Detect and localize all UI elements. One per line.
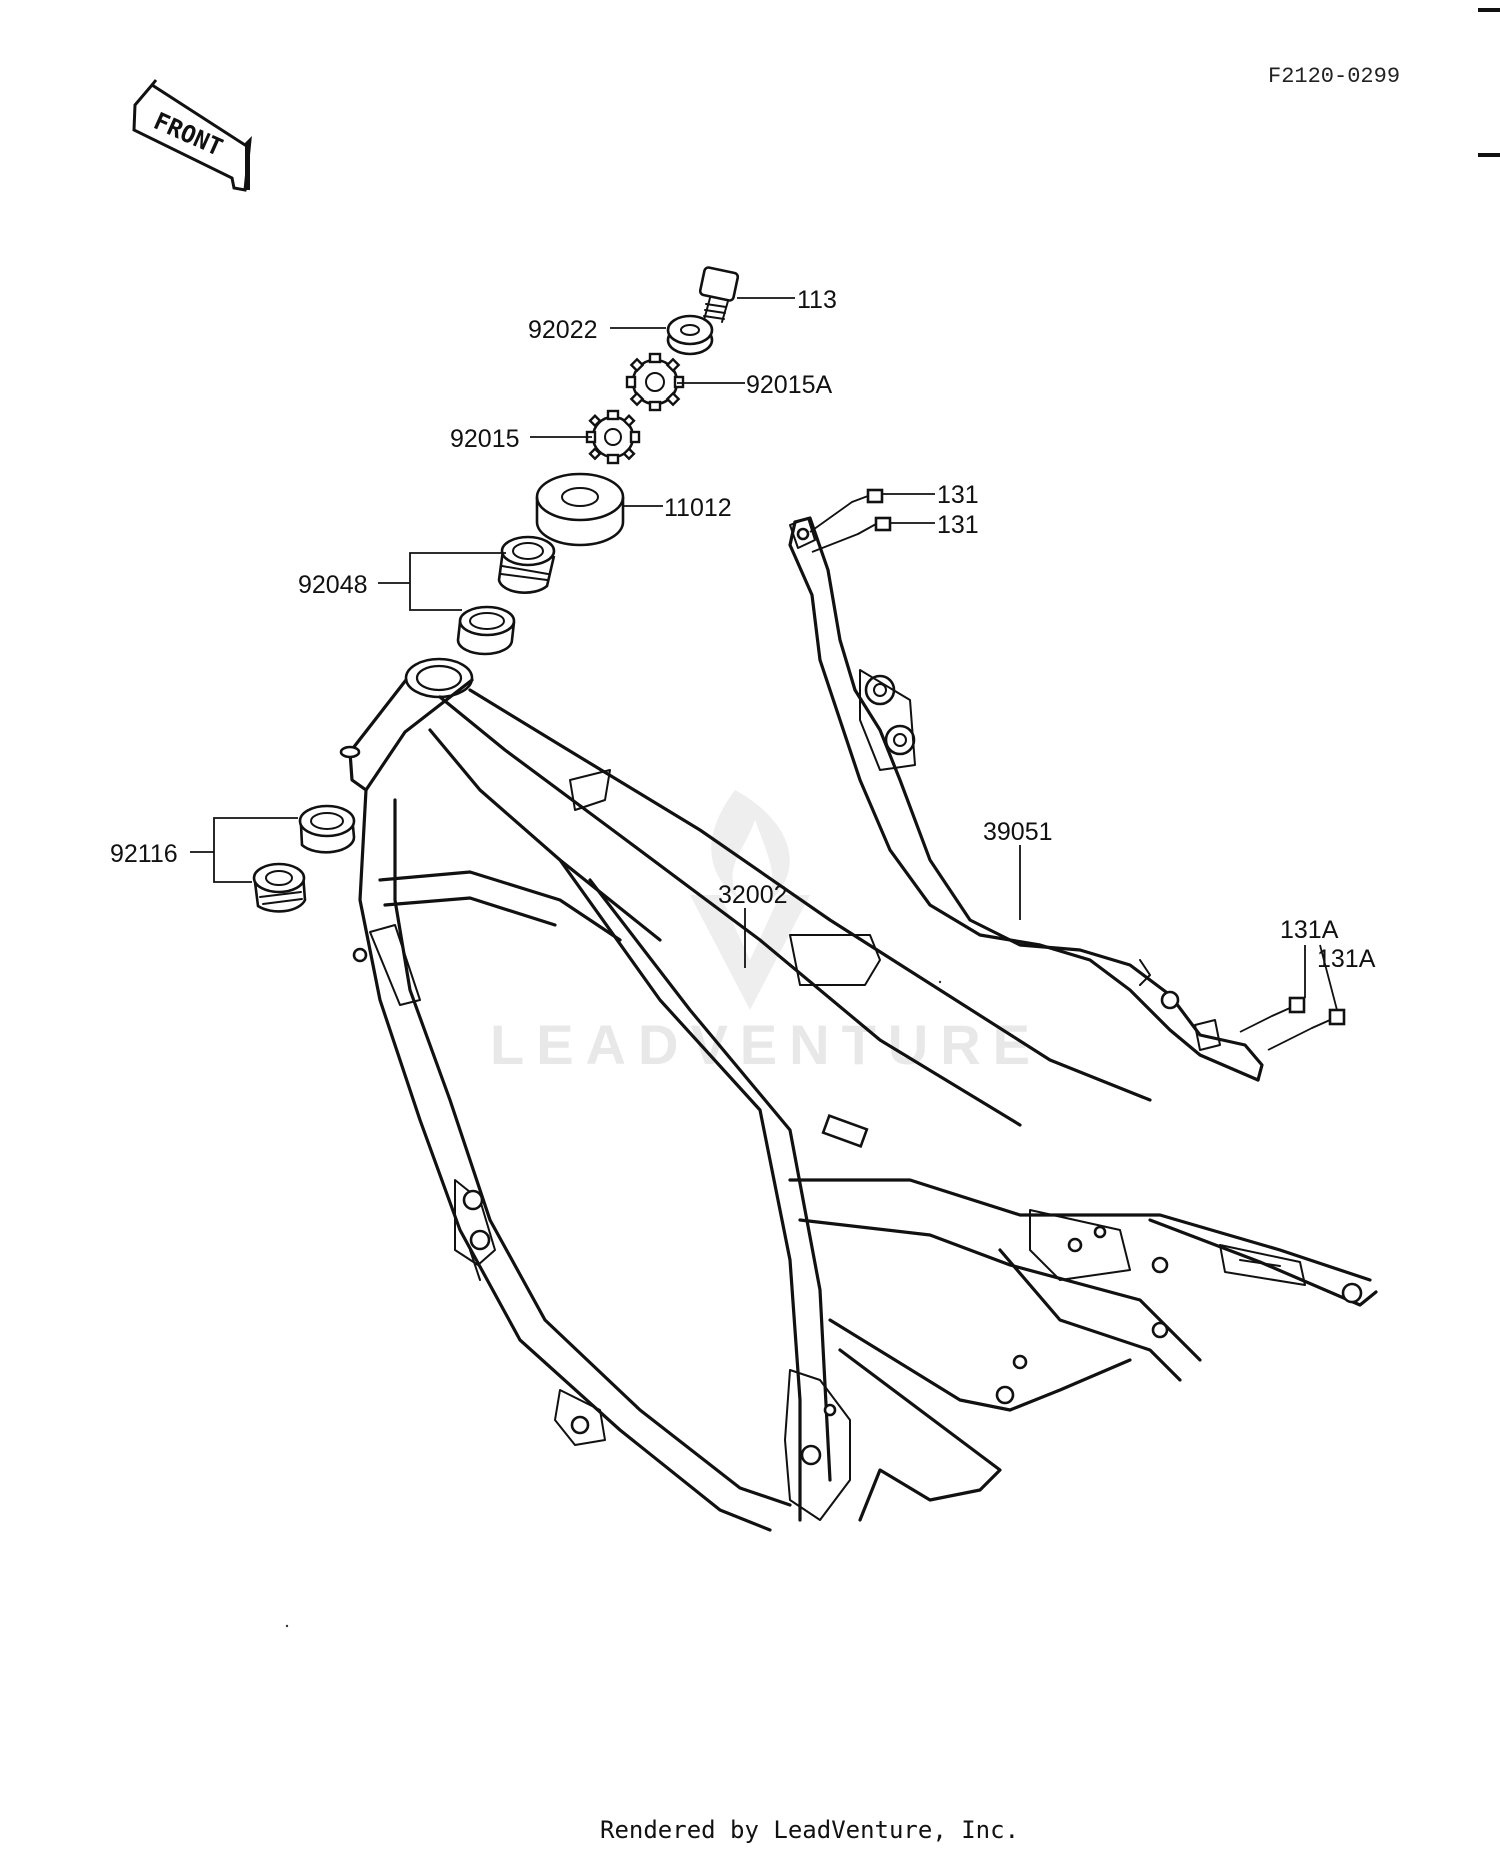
bolt-131-lower-icon (857, 516, 892, 535)
label-131A-right: 131A (1317, 945, 1376, 973)
label-32002: 32002 (718, 881, 788, 909)
leader-131A-right (1319, 944, 1338, 1011)
leader-131-to-tube (809, 501, 859, 553)
main-frame-32002 (339, 657, 1378, 1532)
label-92015: 92015 (450, 425, 520, 453)
speck (938, 980, 942, 984)
front-arrow-icon: FRONT (132, 79, 252, 192)
bolt-131A-left-icon (1271, 996, 1306, 1017)
bearing-92048-lower-icon (456, 605, 516, 656)
label-39051: 39051 (983, 818, 1053, 846)
bearing-92116-upper-icon (298, 804, 356, 854)
label-92015A: 92015A (746, 371, 833, 399)
bolt-113-icon (698, 266, 740, 323)
label-131-upper: 131 (937, 481, 979, 509)
nut-92015-icon (585, 409, 641, 465)
speck (285, 1624, 289, 1628)
bracket-92116 (190, 817, 298, 883)
bearing-92048-upper-icon (497, 535, 556, 594)
collar-92022-icon (666, 314, 714, 356)
seal-11012-icon (535, 472, 625, 547)
label-11012: 11012 (664, 494, 732, 522)
label-131-lower: 131 (937, 511, 979, 539)
diagram-code: F2120-0299 (1268, 64, 1400, 89)
bolt-131A-right-icon (1311, 1008, 1346, 1029)
label-92048: 92048 (298, 571, 368, 599)
watermark: LEADVENTURE (490, 790, 1042, 1076)
footer-credit: Rendered by LeadVenture, Inc. (600, 1816, 1019, 1844)
nut-92015A-icon (625, 352, 685, 412)
leader-131A-to-tube (1239, 1015, 1313, 1051)
label-131A-left: 131A (1280, 916, 1339, 944)
watermark-text: LEADVENTURE (490, 1013, 1042, 1076)
bearing-92116-lower-icon (252, 862, 307, 913)
down-tube-39051 (788, 516, 1264, 1082)
label-113: 113 (797, 286, 837, 314)
label-92022: 92022 (528, 316, 598, 344)
bolt-131-upper-icon (851, 488, 884, 504)
label-92116: 92116 (110, 840, 178, 868)
bracket-92048 (378, 552, 506, 611)
